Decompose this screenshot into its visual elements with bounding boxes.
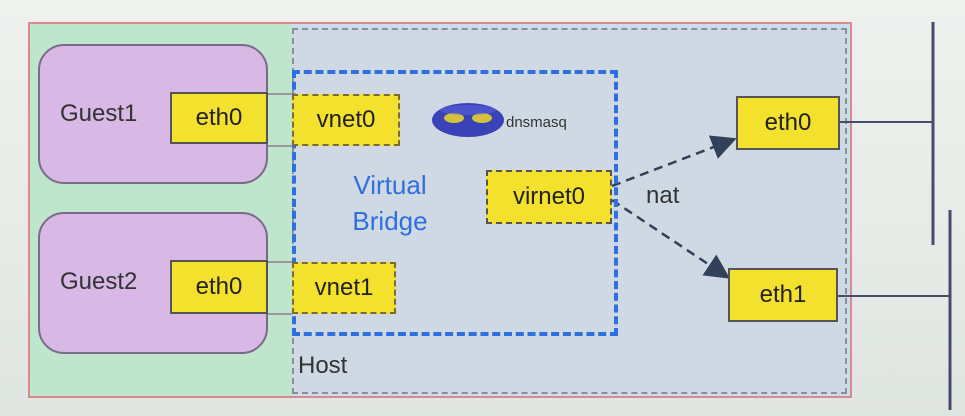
mask-icon (432, 103, 504, 137)
tap-vnet1: vnet1 (292, 262, 396, 314)
guest2-label: Guest2 (60, 268, 138, 295)
virnet0-iface: virnet0 (486, 170, 612, 224)
nat-arrow-eth0 (611, 135, 737, 188)
host-label: Host (298, 352, 348, 379)
physical-eth1: eth1 (728, 268, 838, 322)
guest2-eth0: eth0 (170, 260, 268, 314)
bridge-label: Virtual Bridge (330, 167, 450, 239)
nat-arrow-eth1 (611, 198, 731, 279)
dnsmasq-label: dnsmasq (506, 114, 567, 131)
bridge-label-line1: Virtual (353, 170, 427, 200)
guest1-eth0: eth0 (170, 92, 268, 144)
physical-eth0: eth0 (736, 96, 840, 150)
guest1-label: Guest1 (60, 100, 138, 127)
virtual-bridge (292, 70, 618, 336)
bridge-label-line2: Bridge (352, 206, 428, 236)
nat-label: nat (646, 182, 680, 209)
tap-vnet0: vnet0 (292, 94, 400, 146)
